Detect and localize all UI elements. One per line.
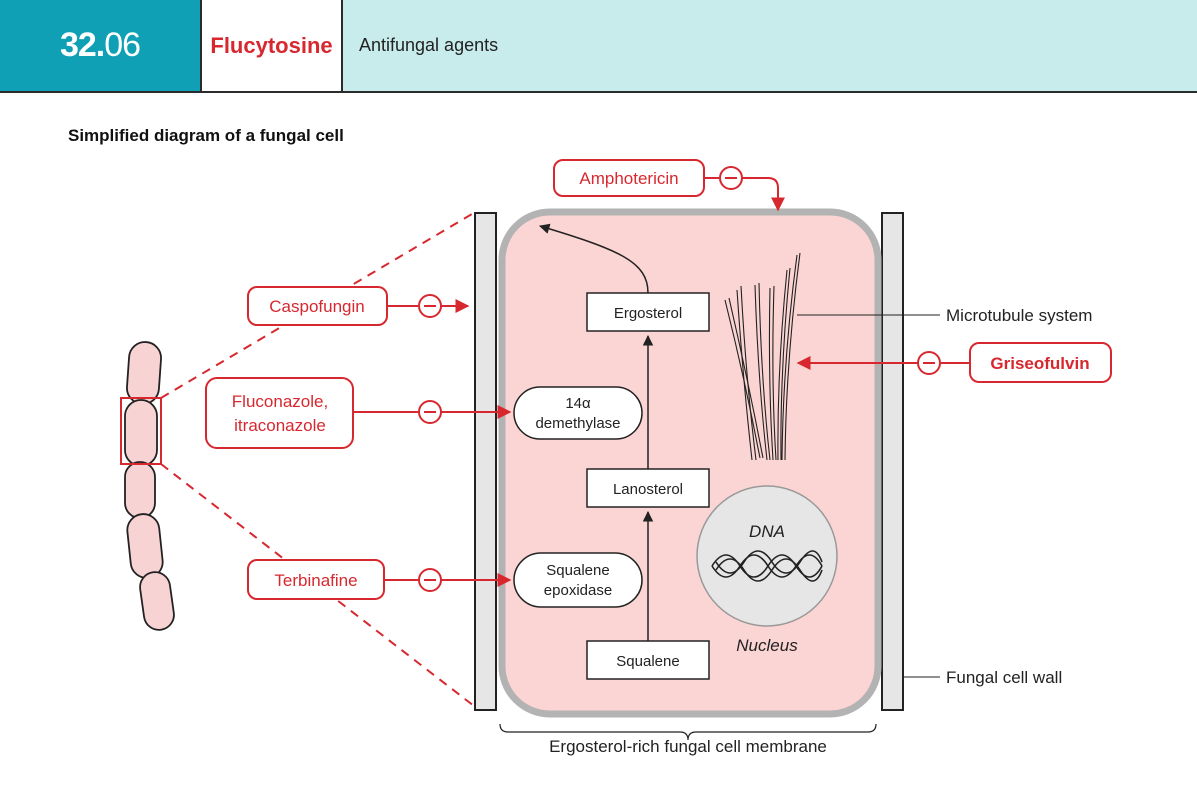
cell-membrane <box>498 208 882 718</box>
squalene-epoxidase-box <box>513 552 643 608</box>
page-title: Flucytosine <box>200 0 343 91</box>
membrane-brace <box>499 723 877 741</box>
hyphae <box>120 341 175 631</box>
amphotericin-drug: Amphotericin <box>553 159 785 212</box>
dna-helix-icon <box>711 550 823 582</box>
membrane-label: Ergosterol-rich fungal cell membrane <box>549 737 827 756</box>
fungal-cell-wall <box>474 212 904 711</box>
fluconazole-label-2: itraconazole <box>234 416 326 435</box>
figure-title: Simplified diagram of a fungal cell <box>68 126 344 145</box>
nucleus: DNA Nucleus <box>696 485 838 655</box>
page-subtitle: Antifungal agents <box>343 0 1197 91</box>
chapter-main: 32. <box>59 26 105 64</box>
amphotericin-label: Amphotericin <box>579 169 678 188</box>
fluconazole-label-1: Fluconazole, <box>232 392 328 411</box>
ergosterol-pathway: Ergosterol 14α demethylase Lanosterol Sq… <box>513 223 710 680</box>
chapter-sub: 06 <box>104 26 141 64</box>
cell-wall-label: Fungal cell wall <box>946 668 1062 687</box>
griseofulvin-label: Griseofulvin <box>990 354 1089 373</box>
squalene-label: Squalene <box>616 653 679 670</box>
fluconazole-drug: Fluconazole, itraconazole <box>205 377 512 449</box>
demethylase-label-2: demethylase <box>535 415 620 432</box>
microtubule-system <box>724 252 801 461</box>
caspofungin-drug: Caspofungin <box>247 286 470 326</box>
fungal-cell-diagram: Ergosterol 14α demethylase Lanosterol Sq… <box>120 159 1112 756</box>
caspofungin-label: Caspofungin <box>269 297 364 316</box>
microtubule-label: Microtubule system <box>946 306 1092 325</box>
squalene-epoxidase-label-1: Squalene <box>546 562 609 579</box>
terbinafine-drug: Terbinafine <box>247 559 512 600</box>
squalene-epoxidase-label-2: epoxidase <box>544 582 612 599</box>
arrow-ergosterol-to-membrane <box>538 223 649 294</box>
terbinafine-label: Terbinafine <box>274 571 357 590</box>
dna-label: DNA <box>749 522 785 541</box>
griseofulvin-drug: Griseofulvin <box>796 342 1112 383</box>
demethylase-label-1: 14α <box>565 395 591 412</box>
page-header: 32.06 Flucytosine Antifungal agents <box>0 0 1197 93</box>
chapter-number: 32.06 <box>0 0 200 91</box>
lanosterol-label: Lanosterol <box>613 481 683 498</box>
nucleus-label: Nucleus <box>736 636 798 655</box>
demethylase-box <box>513 386 643 440</box>
ergosterol-label: Ergosterol <box>614 305 682 322</box>
squalene-box <box>586 640 710 680</box>
